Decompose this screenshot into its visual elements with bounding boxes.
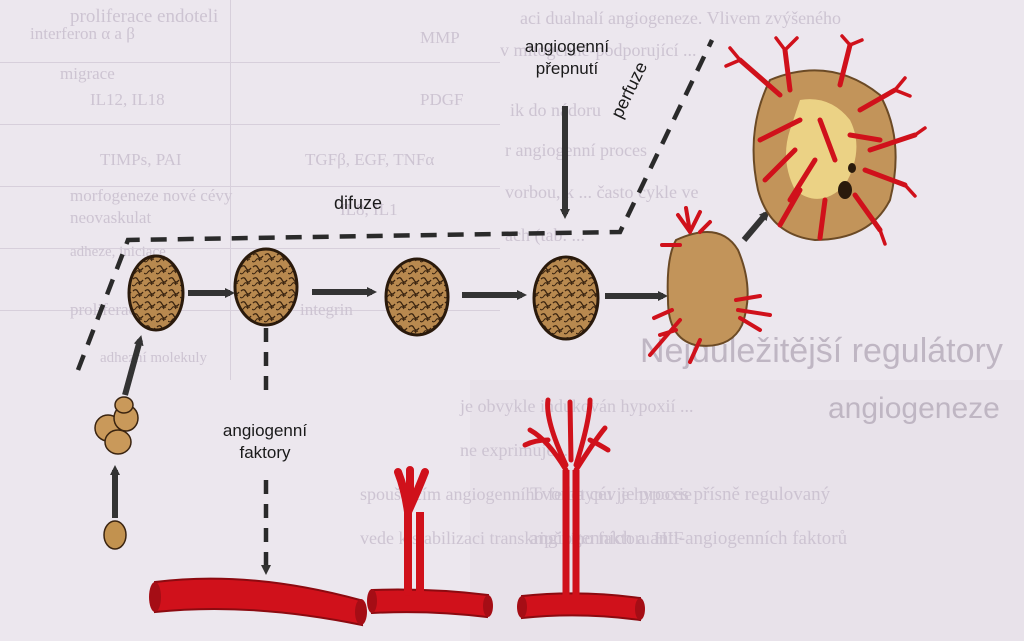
bg-cell: neovaskulat <box>70 208 152 227</box>
cell-cluster <box>94 396 139 455</box>
blood-vessel-branched <box>517 397 645 622</box>
bg-cell: integrin <box>300 300 353 319</box>
bg-cell: TIMPs, PAI <box>100 150 182 169</box>
tumor-spheroid <box>384 257 450 337</box>
angiogenic-factors-label-line2: faktory <box>239 443 291 462</box>
bg-line: v mitogenně-podporující ... <box>500 40 697 60</box>
angiogenic-switch-label: angiogenní přepnutí <box>512 36 622 80</box>
bg-line: vede k stabilizaci transkripčního faktor… <box>360 528 684 548</box>
bg-line: Tvorba cév je proces přísně regulovaný <box>530 484 831 505</box>
vascularizing-tumor <box>648 206 772 364</box>
bg-cell: morfogeneze nové cévy <box>70 186 233 205</box>
bg-cell: TGFβ, EGF, TNFα <box>305 150 435 169</box>
bg-line: ik do nádoru <box>510 100 601 120</box>
bg-line: spouštěcím angiogenního fenotypu je hypo… <box>360 484 692 504</box>
bg-cell: adheze, iniciace <box>70 244 166 260</box>
bg-line: r angiogenní proces <box>505 140 647 160</box>
bg-cell: interferon α a β <box>30 24 135 43</box>
bg-cell: migrace <box>60 64 115 83</box>
bg-cell: proliferace <box>70 300 144 319</box>
bg-cell: IL12, IL18 <box>90 90 165 109</box>
bg-line: ne exprimuje... <box>460 440 568 460</box>
bg-line: aci dualnalí angiogeneze. Vlivem zvýšené… <box>520 8 842 28</box>
bg-line: vorbou, k ... často cykle ve <box>505 182 699 202</box>
blood-vessel-plain <box>149 577 367 627</box>
bg-line: je obvykle indukován hypoxií ... <box>460 396 694 416</box>
arrow-up <box>122 335 144 396</box>
single-cell <box>103 520 127 550</box>
tumor-spheroid <box>233 247 299 327</box>
angiogenic-factors-label-line1: angiogenní <box>222 421 308 440</box>
angiogenic-switch-label-line1: angiogenní <box>524 37 610 56</box>
tumor-spheroid <box>127 254 185 332</box>
background-table: proliferace endoteli interferon α a β MM… <box>0 0 500 380</box>
bg-cell: adhezní molekuly <box>100 350 208 366</box>
diffusion-boundary-line <box>75 39 715 371</box>
bg-cell: MMP <box>420 28 460 47</box>
bg-cell: proliferace endoteli <box>70 6 219 27</box>
arrow-to-vascularized-tumor <box>741 210 770 242</box>
bg-line: angiogenních a anti-angiogenních faktorů <box>530 528 848 549</box>
blood-vessel-sprouting <box>367 466 493 619</box>
angiogenic-switch-label-line2: přepnutí <box>535 59 599 78</box>
diffusion-label: difuze <box>334 193 383 213</box>
vascularized-tumor <box>724 34 927 246</box>
angiogenic-factors-label: angiogenní faktory <box>210 420 320 464</box>
bg-heading: angiogeneze <box>828 392 1000 425</box>
tumor-spheroid <box>532 255 600 341</box>
bg-cell: PDGF <box>420 90 464 109</box>
bg-line: ach (tab. ... <box>505 225 585 245</box>
bg-cell: IL8, IL1 <box>340 200 398 219</box>
